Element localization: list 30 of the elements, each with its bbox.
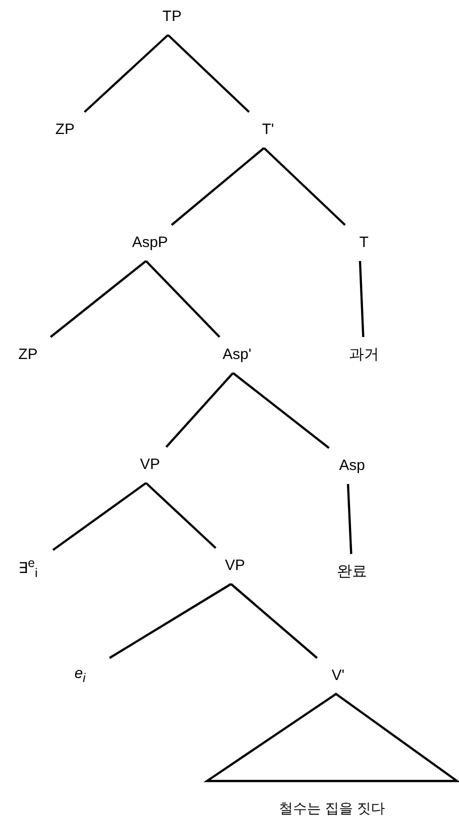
tree-branch [84,34,169,113]
tree-branch [230,583,318,659]
tree-node-label: 과거 [349,346,379,364]
tree-node-label: Asp [339,457,365,475]
phrase-text: 철수는 집을 짓다 [278,799,386,817]
tree-branch [145,260,220,338]
tree-node-label: e$_{i}$ [74,665,86,687]
tree-node-label: TP [162,8,182,26]
tree-node-label: ZP [55,121,75,139]
tree-branch [263,147,346,226]
tree-branch [52,482,147,551]
tree-branch [50,260,147,338]
tree-branch [167,34,250,113]
tree-node-label: AspP [132,234,168,252]
triangle-subtree [205,693,459,817]
tree-branch [358,260,364,338]
tree-branch [170,147,265,226]
tree-node-label: VP [140,456,160,474]
tree-node-label: V' [332,667,344,685]
tree-branch [232,372,330,449]
tree-node-label: 완료 [337,563,367,581]
tree-node-label: T [359,234,369,252]
tree-node-label: Asp' [222,346,252,364]
tree-node-label: VP [225,557,245,575]
tree-branch [108,583,232,659]
tree-branch [145,482,216,549]
tree-node-label: T' [262,121,274,139]
tree-node-label: ZP [18,346,38,364]
tree-branch [165,372,234,448]
tree-branch [346,484,352,554]
